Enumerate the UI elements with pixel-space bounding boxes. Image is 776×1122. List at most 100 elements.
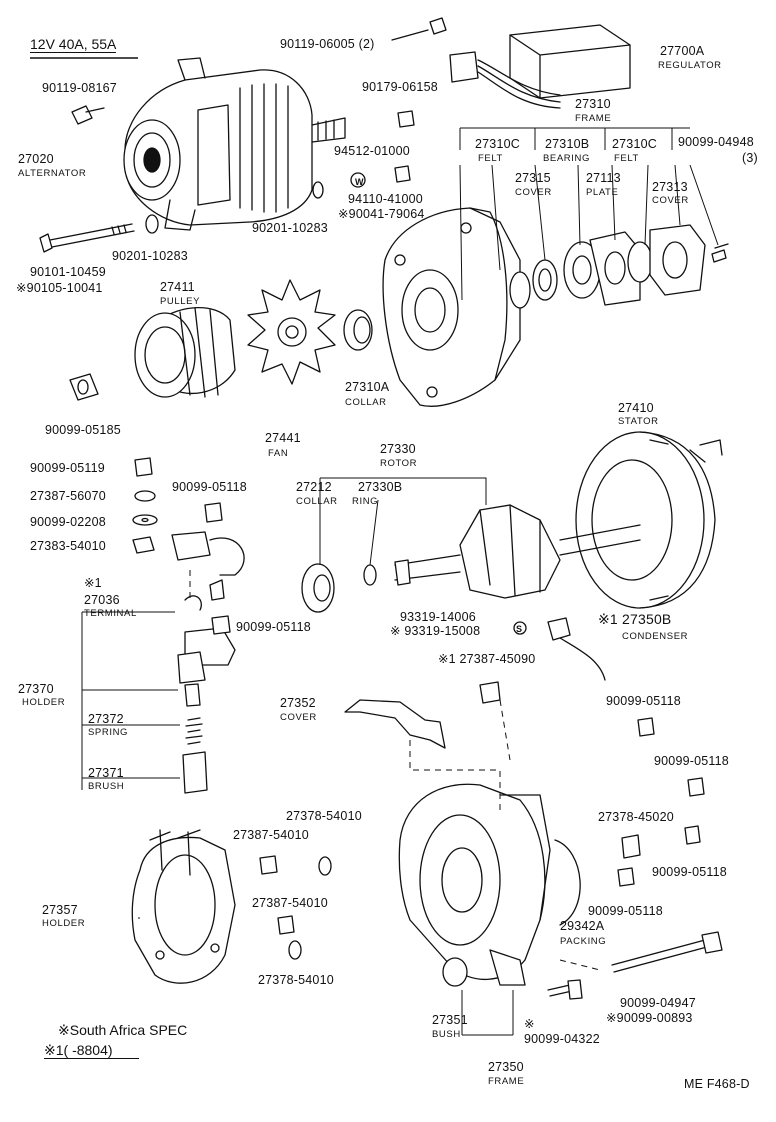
label-27352: 27352 [280, 696, 316, 710]
label-90099-05118-b: 90099-05118 [236, 620, 311, 634]
label-terminal: TERMINAL [84, 608, 137, 619]
label-90101-10459: 90101-10459 [30, 265, 106, 279]
label-stator: STATOR [618, 416, 659, 427]
label-90099-04322: 90099-04322 [524, 1032, 600, 1046]
label-bush: BUSH [432, 1029, 461, 1040]
label-27370: 27370 [18, 682, 54, 696]
label-27350: 27350 [488, 1060, 524, 1074]
label-collar-b: COLLAR [296, 496, 338, 507]
label-90099-00893: ※90099-00893 [606, 1011, 693, 1025]
label-27310: 27310 [575, 97, 611, 111]
label-27387-54010-a: 27387-54010 [233, 828, 309, 842]
label-90099-05119: 90099-05119 [30, 461, 105, 475]
label-27212: 27212 [296, 480, 332, 494]
figure-code: ME F468-D [684, 1077, 750, 1091]
bolt-90119-08167-drawing [71, 105, 105, 125]
rotor-drawing [394, 504, 641, 599]
label-93319-15008: ※ 93319-15008 [390, 624, 481, 638]
label-27387-56070: 27387-56070 [30, 489, 106, 503]
label-93319-14006: 93319-14006 [400, 610, 476, 624]
label-27350b: ※1 27350B [598, 611, 672, 627]
label-cover-b: COVER [652, 195, 689, 206]
label-27372: 27372 [88, 712, 124, 726]
label-star-mark: ※ [524, 1017, 535, 1031]
label-pulley: PULLEY [160, 296, 201, 307]
label-27378-54010-b: 27378-54010 [258, 973, 334, 987]
frame-27350-drawing [398, 783, 551, 986]
label-27330b: 27330B [358, 480, 403, 494]
label-27411: 27411 [160, 280, 195, 294]
label-felt-b: FELT [614, 153, 639, 164]
label-27387-45090: ※1 27387-45090 [438, 652, 536, 666]
label-ring: RING [352, 496, 379, 507]
label-27378-54010-a: 27378-54010 [286, 809, 362, 823]
label-90099-05118-f: 90099-05118 [588, 904, 663, 918]
label-90201-10283-b: 90201-10283 [252, 221, 328, 235]
label-condenser: CONDENSER [622, 631, 689, 642]
label-94512-01000: 94512-01000 [334, 144, 410, 158]
label-fan: FAN [268, 448, 289, 459]
long-bolt-drawing [39, 223, 135, 253]
label-holder-b: HOLDER [42, 918, 86, 929]
label-27310a: 27310A [345, 380, 390, 394]
label-27313: 27313 [652, 180, 688, 194]
label-frame-a: FRAME [575, 113, 612, 124]
alternator-drawing [123, 57, 346, 231]
label-27387-54010-b: 27387-54010 [252, 896, 328, 910]
label-mark-1: ※1 [84, 576, 102, 590]
label-90099-02208: 90099-02208 [30, 515, 106, 529]
label-27371: 27371 [88, 766, 124, 780]
label-90099-05118-d: 90099-05118 [654, 754, 729, 768]
label-90099-05118-a: 90099-05118 [172, 480, 247, 494]
label-cover-a: COVER [515, 187, 552, 198]
label-qty-3: (3) [742, 151, 758, 165]
label-spring: SPRING [88, 727, 129, 738]
label-holder-a: HOLDER [22, 697, 66, 708]
label-90099-05118-e: 90099-05118 [652, 865, 727, 879]
label-27357: 27357 [42, 903, 78, 917]
label-regulator: REGULATOR [658, 60, 722, 71]
label-27310b: 27310B [545, 137, 590, 151]
label-27351: 27351 [432, 1013, 468, 1027]
washer-w-mark: W [355, 177, 364, 187]
s-mark: S [516, 624, 523, 634]
regulator-drawing [391, 17, 631, 109]
label-27330: 27330 [380, 442, 416, 456]
frame-27310-drawing [382, 207, 521, 407]
label-27310c-a: 27310C [475, 137, 520, 151]
leader-lines [81, 127, 719, 1036]
label-90119-08167: 90119-08167 [42, 81, 117, 95]
label-felt-a: FELT [478, 153, 503, 164]
fan-drawing [247, 279, 336, 385]
label-27700a: 27700A [660, 44, 705, 58]
label-90099-05185: 90099-05185 [45, 423, 121, 437]
label-27315: 27315 [515, 171, 551, 185]
label-27410: 27410 [618, 401, 654, 415]
label-27441: 27441 [265, 431, 301, 445]
stator-drawing [575, 431, 723, 609]
label-cover-c: COVER [280, 712, 317, 723]
spec-title: 12V 40A, 55A [30, 36, 117, 53]
label-90099-04947: 90099-04947 [620, 996, 696, 1010]
label-27036: 27036 [84, 593, 120, 607]
note-south-africa-spec: ※South Africa SPEC [58, 1022, 188, 1038]
label-90179-06158: 90179-06158 [362, 80, 438, 94]
label-27020: 27020 [18, 152, 54, 166]
label-90201-10283-a: 90201-10283 [112, 249, 188, 263]
label-90105-10041: ※90105-10041 [16, 281, 103, 295]
label-90119-06005: 90119-06005 (2) [280, 37, 375, 51]
label-plate: PLATE [586, 187, 619, 198]
label-90099-05118-c: 90099-05118 [606, 694, 681, 708]
label-90099-04948: 90099-04948 [678, 135, 754, 149]
label-27383-54010: 27383-54010 [30, 539, 106, 553]
note-production-date: ※1( -8804) [44, 1043, 139, 1059]
pulley-drawing [134, 306, 236, 398]
label-alternator: ALTERNATOR [18, 168, 87, 179]
label-rotor: ROTOR [380, 458, 418, 469]
label-29342a: 29342A [560, 919, 605, 933]
holder-27357-drawing [131, 829, 236, 984]
label-27378-45020: 27378-45020 [598, 810, 674, 824]
label-packing: PACKING [560, 936, 607, 947]
label-27113: 27113 [586, 171, 621, 185]
